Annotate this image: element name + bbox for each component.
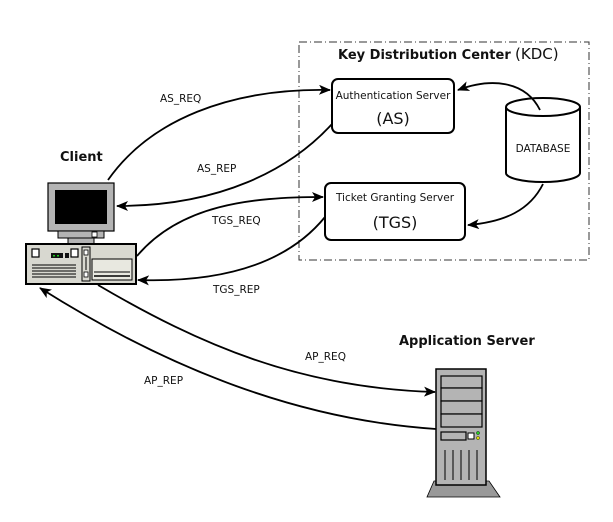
db-to-tgs-arrow — [467, 183, 544, 230]
tgs-name: Ticket Granting Server — [335, 192, 455, 204]
application-server-label: Application Server — [399, 334, 535, 349]
as-rep-label: AS_REP — [197, 163, 236, 175]
tgs-req-arrow — [136, 192, 324, 257]
kdc-abbr: (KDC) — [515, 45, 559, 63]
as-abbr: (AS) — [376, 109, 410, 128]
db-to-as-arrow — [457, 81, 541, 111]
as-name: Authentication Server — [336, 90, 452, 102]
tgs-rep-label: TGS_REP — [212, 284, 260, 296]
tgs-abbr: (TGS) — [373, 213, 418, 232]
ap-rep-label: AP_REP — [144, 375, 183, 387]
kdc-title: Key Distribution Center — [338, 48, 511, 63]
ap-rep-arrow — [39, 287, 437, 430]
as-req-label: AS_REQ — [160, 93, 201, 105]
ap-req-arrow — [97, 284, 436, 397]
kdc-boundary — [298, 41, 590, 261]
client-computer-icon — [25, 182, 137, 285]
tgs-req-label: TGS_REQ — [211, 215, 261, 227]
ap-req-label: AP_REQ — [305, 351, 346, 363]
tgs-rep-arrow — [137, 216, 326, 286]
ticket-granting-server-box: Ticket Granting Server (TGS) — [324, 182, 466, 241]
as-rep-arrow — [116, 123, 333, 211]
application-server-icon — [426, 368, 501, 498]
as-req-arrow — [107, 84, 331, 181]
database-cylinder-icon: DATABASE — [505, 97, 581, 183]
database-label: DATABASE — [516, 143, 571, 155]
client-label: Client — [60, 150, 103, 165]
authentication-server-box: Authentication Server (AS) — [331, 78, 455, 134]
